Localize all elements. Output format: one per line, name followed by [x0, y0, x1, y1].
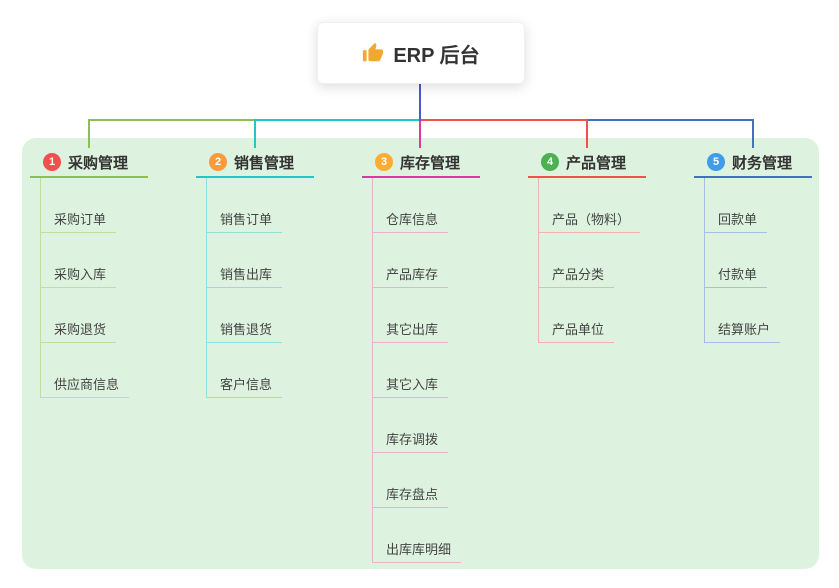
node-purchase-inbound[interactable]: 采购入库: [41, 233, 190, 288]
node-stock-transfer[interactable]: 库存调拨: [373, 398, 522, 453]
branch-label-purchase: 采购管理: [68, 154, 129, 172]
node-label: 产品单位: [549, 319, 615, 343]
node-label: 其它出库: [383, 319, 449, 343]
node-label: 采购入库: [51, 264, 117, 288]
node-warehouse-info[interactable]: 仓库信息: [373, 178, 522, 233]
node-label: 销售退货: [217, 319, 283, 343]
branch-children-purchase: 采购订单 采购入库 采购退货 供应商信息: [40, 178, 190, 398]
branch-label-sales: 销售管理: [234, 154, 295, 172]
node-purchase-return[interactable]: 采购退货: [41, 288, 190, 343]
node-label: 库存盘点: [383, 484, 449, 508]
branch-header-product[interactable]: 4 产品管理: [528, 148, 646, 178]
mindmap-background-panel: [22, 138, 819, 569]
node-label: 客户信息: [217, 374, 283, 398]
node-stock-check[interactable]: 库存盘点: [373, 453, 522, 508]
badge-1: 1: [43, 153, 61, 171]
branch-header-purchase[interactable]: 1 采购管理: [30, 148, 148, 178]
badge-5: 5: [707, 153, 725, 171]
node-label: 产品（物料）: [549, 209, 641, 233]
root-node-label: ERP 后台: [393, 44, 480, 67]
node-sales-order[interactable]: 销售订单: [207, 178, 356, 233]
node-label: 付款单: [715, 264, 768, 288]
badge-3: 3: [375, 153, 393, 171]
node-label: 其它入库: [383, 374, 449, 398]
badge-4: 4: [541, 153, 559, 171]
node-label: 销售订单: [217, 209, 283, 233]
root-node-erp-backend[interactable]: ERP 后台: [317, 22, 525, 84]
node-purchase-order[interactable]: 采购订单: [41, 178, 190, 233]
branch-label-product: 产品管理: [566, 154, 627, 172]
branch-sales-management: 2 销售管理 销售订单 销售出库 销售退货 客户信息: [196, 148, 356, 398]
branch-header-sales[interactable]: 2 销售管理: [196, 148, 314, 178]
node-sales-outbound[interactable]: 销售出库: [207, 233, 356, 288]
branch-finance-management: 5 财务管理 回款单 付款单 结算账户: [694, 148, 839, 343]
node-label: 产品分类: [549, 264, 615, 288]
branch-inventory-management: 3 库存管理 仓库信息 产品库存 其它出库 其它入库 库存调拨 库存盘点 出库库…: [362, 148, 522, 563]
node-label: 回款单: [715, 209, 768, 233]
node-customer-info[interactable]: 客户信息: [207, 343, 356, 398]
branch-children-finance: 回款单 付款单 结算账户: [704, 178, 839, 343]
branch-label-inventory: 库存管理: [400, 154, 461, 172]
node-other-outbound[interactable]: 其它出库: [373, 288, 522, 343]
thumbs-up-icon: [362, 42, 384, 64]
branch-children-sales: 销售订单 销售出库 销售退货 客户信息: [206, 178, 356, 398]
node-label: 库存调拨: [383, 429, 449, 453]
node-label: 供应商信息: [51, 374, 130, 398]
node-product-material[interactable]: 产品（物料）: [539, 178, 688, 233]
branch-product-management: 4 产品管理 产品（物料） 产品分类 产品单位: [528, 148, 688, 343]
node-supplier-info[interactable]: 供应商信息: [41, 343, 190, 398]
node-label: 采购退货: [51, 319, 117, 343]
node-product-stock[interactable]: 产品库存: [373, 233, 522, 288]
node-product-unit[interactable]: 产品单位: [539, 288, 688, 343]
node-label: 结算账户: [715, 319, 781, 343]
node-label: 仓库信息: [383, 209, 449, 233]
branch-header-finance[interactable]: 5 财务管理: [694, 148, 812, 178]
node-label: 采购订单: [51, 209, 117, 233]
node-payment-doc[interactable]: 付款单: [705, 233, 839, 288]
branch-header-inventory[interactable]: 3 库存管理: [362, 148, 480, 178]
node-receipt-doc[interactable]: 回款单: [705, 178, 839, 233]
branch-children-product: 产品（物料） 产品分类 产品单位: [538, 178, 688, 343]
node-other-inbound[interactable]: 其它入库: [373, 343, 522, 398]
node-label: 出库库明细: [383, 539, 462, 563]
branch-children-inventory: 仓库信息 产品库存 其它出库 其它入库 库存调拨 库存盘点 出库库明细: [372, 178, 522, 563]
node-outbound-detail[interactable]: 出库库明细: [373, 508, 522, 563]
node-sales-return[interactable]: 销售退货: [207, 288, 356, 343]
node-settlement-account[interactable]: 结算账户: [705, 288, 839, 343]
node-product-category[interactable]: 产品分类: [539, 233, 688, 288]
branch-purchase-management: 1 采购管理 采购订单 采购入库 采购退货 供应商信息: [30, 148, 190, 398]
node-label: 销售出库: [217, 264, 283, 288]
branch-label-finance: 财务管理: [732, 154, 793, 172]
badge-2: 2: [209, 153, 227, 171]
node-label: 产品库存: [383, 264, 449, 288]
